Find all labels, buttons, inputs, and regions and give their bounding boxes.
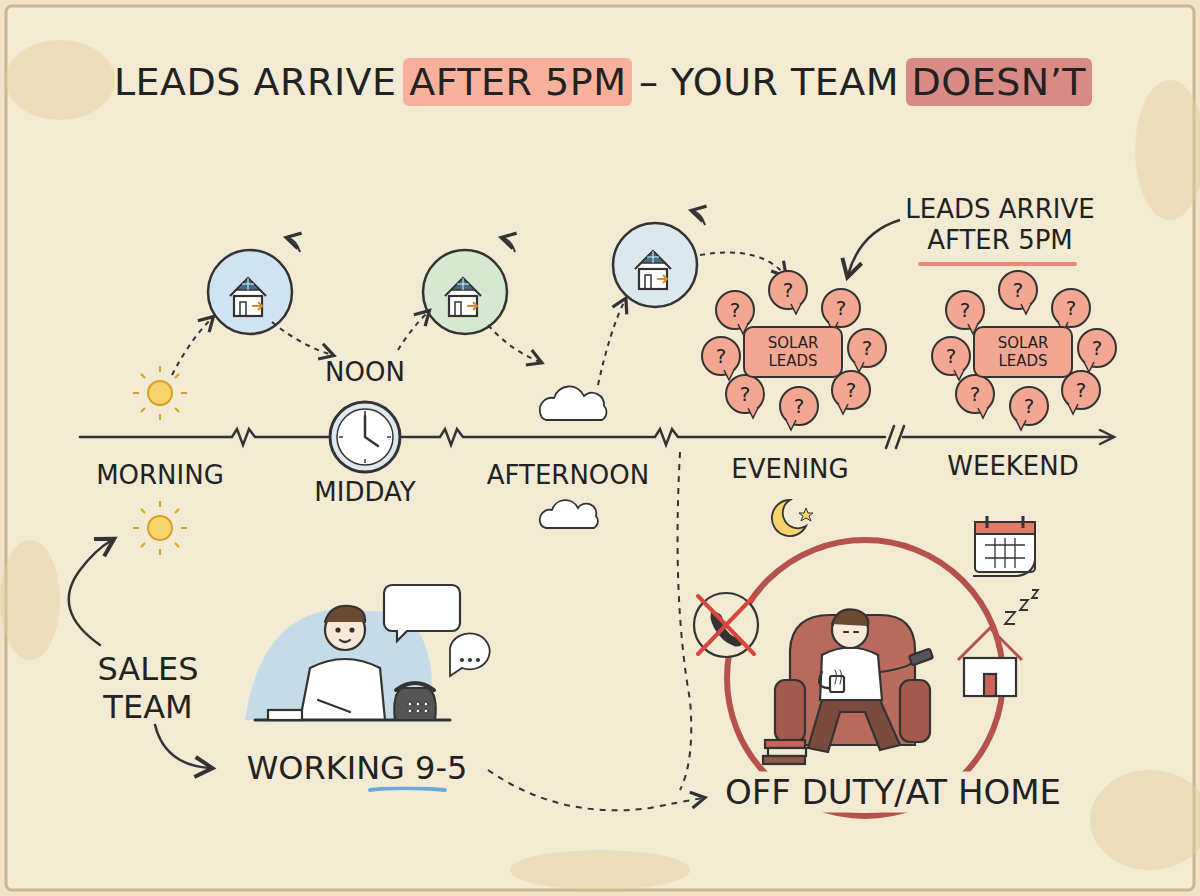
text-label: OFF DUTY/AT HOME [719,772,1067,813]
question-bubble [716,291,754,329]
question-mark: ? [946,344,957,368]
text-label: MORNING [96,460,224,491]
bubble-tail [838,404,848,414]
question-mark: ? [794,394,805,418]
text-label: NOON [325,357,405,388]
question-bubble [848,329,886,367]
paper [6,6,1194,890]
solar-leads-bubble: SOLAR LEADS [743,326,843,378]
bubble-tail [1084,362,1094,372]
text-label: WORKING 9-5 [241,749,474,787]
question-mark: ? [716,344,727,368]
question-bubble [956,375,994,413]
callout-arrow [848,220,900,275]
question-bubble [1010,387,1048,425]
bubble-tail [786,420,796,430]
bubble-tail [1016,420,1026,430]
transition-arrow [488,452,703,810]
question-mark: ? [730,298,741,322]
question-mark: ? [740,382,751,406]
bubble-tail [748,408,758,418]
resting-man-figure [763,609,933,764]
question-bubble [769,271,807,309]
underline [370,788,445,790]
node-text: SOLAR LEADS [753,334,833,370]
question-bubble [1078,329,1116,367]
bubble-tail [1068,404,1078,414]
cloud-icon [540,386,607,528]
house-lead-icon [208,223,697,334]
solar-leads-bubble: SOLAR LEADS [973,326,1073,378]
bubble-tail [1021,304,1031,314]
text-label: EVENING [731,454,848,485]
bubble-tail [978,408,988,418]
question-bubble [702,337,740,375]
bubble-tail [954,370,964,380]
question-mark: ? [960,298,971,322]
text-label: AFTERNOON [487,460,650,491]
timeline [80,426,1114,448]
question-bubble [946,291,984,329]
home-icon [958,590,1038,696]
bubble-tail [724,370,734,380]
question-mark: ? [862,336,873,360]
question-mark: ? [1066,296,1077,320]
question-mark: ? [1013,278,1024,302]
question-bubble [1052,289,1090,327]
question-bubble [726,375,764,413]
question-mark: ? [1024,394,1035,418]
question-bubble [932,337,970,375]
question-mark: ? [846,378,857,402]
title: LEADS ARRIVE AFTER 5PM – YOUR TEAM DOESN… [0,60,1200,104]
phone-crossed-icon [694,593,758,657]
question-mark: ? [1092,336,1103,360]
question-mark: ? [970,382,981,406]
worker-figure [245,585,490,720]
text-label: LEADS ARRIVE AFTER 5PM [880,194,1120,256]
question-mark: ? [783,278,794,302]
stains [0,40,1200,890]
question-bubble [822,289,860,327]
text-label: WEEKEND [947,451,1079,482]
question-mark: ? [1076,378,1087,402]
lead-flow-arrow [172,211,785,385]
text-label: SALES TEAM [73,650,223,727]
question-bubble [999,271,1037,309]
underline [920,262,1075,266]
question-mark: ? [836,296,847,320]
bubble-tail [854,362,864,372]
bubble-tail [791,304,801,314]
node-text: SOLAR LEADS [983,334,1063,370]
clock-icon [330,402,400,472]
moon-icon [772,500,813,536]
calendar-icon [973,516,1035,576]
text-label: MIDDAY [314,477,415,508]
question-bubble [780,387,818,425]
